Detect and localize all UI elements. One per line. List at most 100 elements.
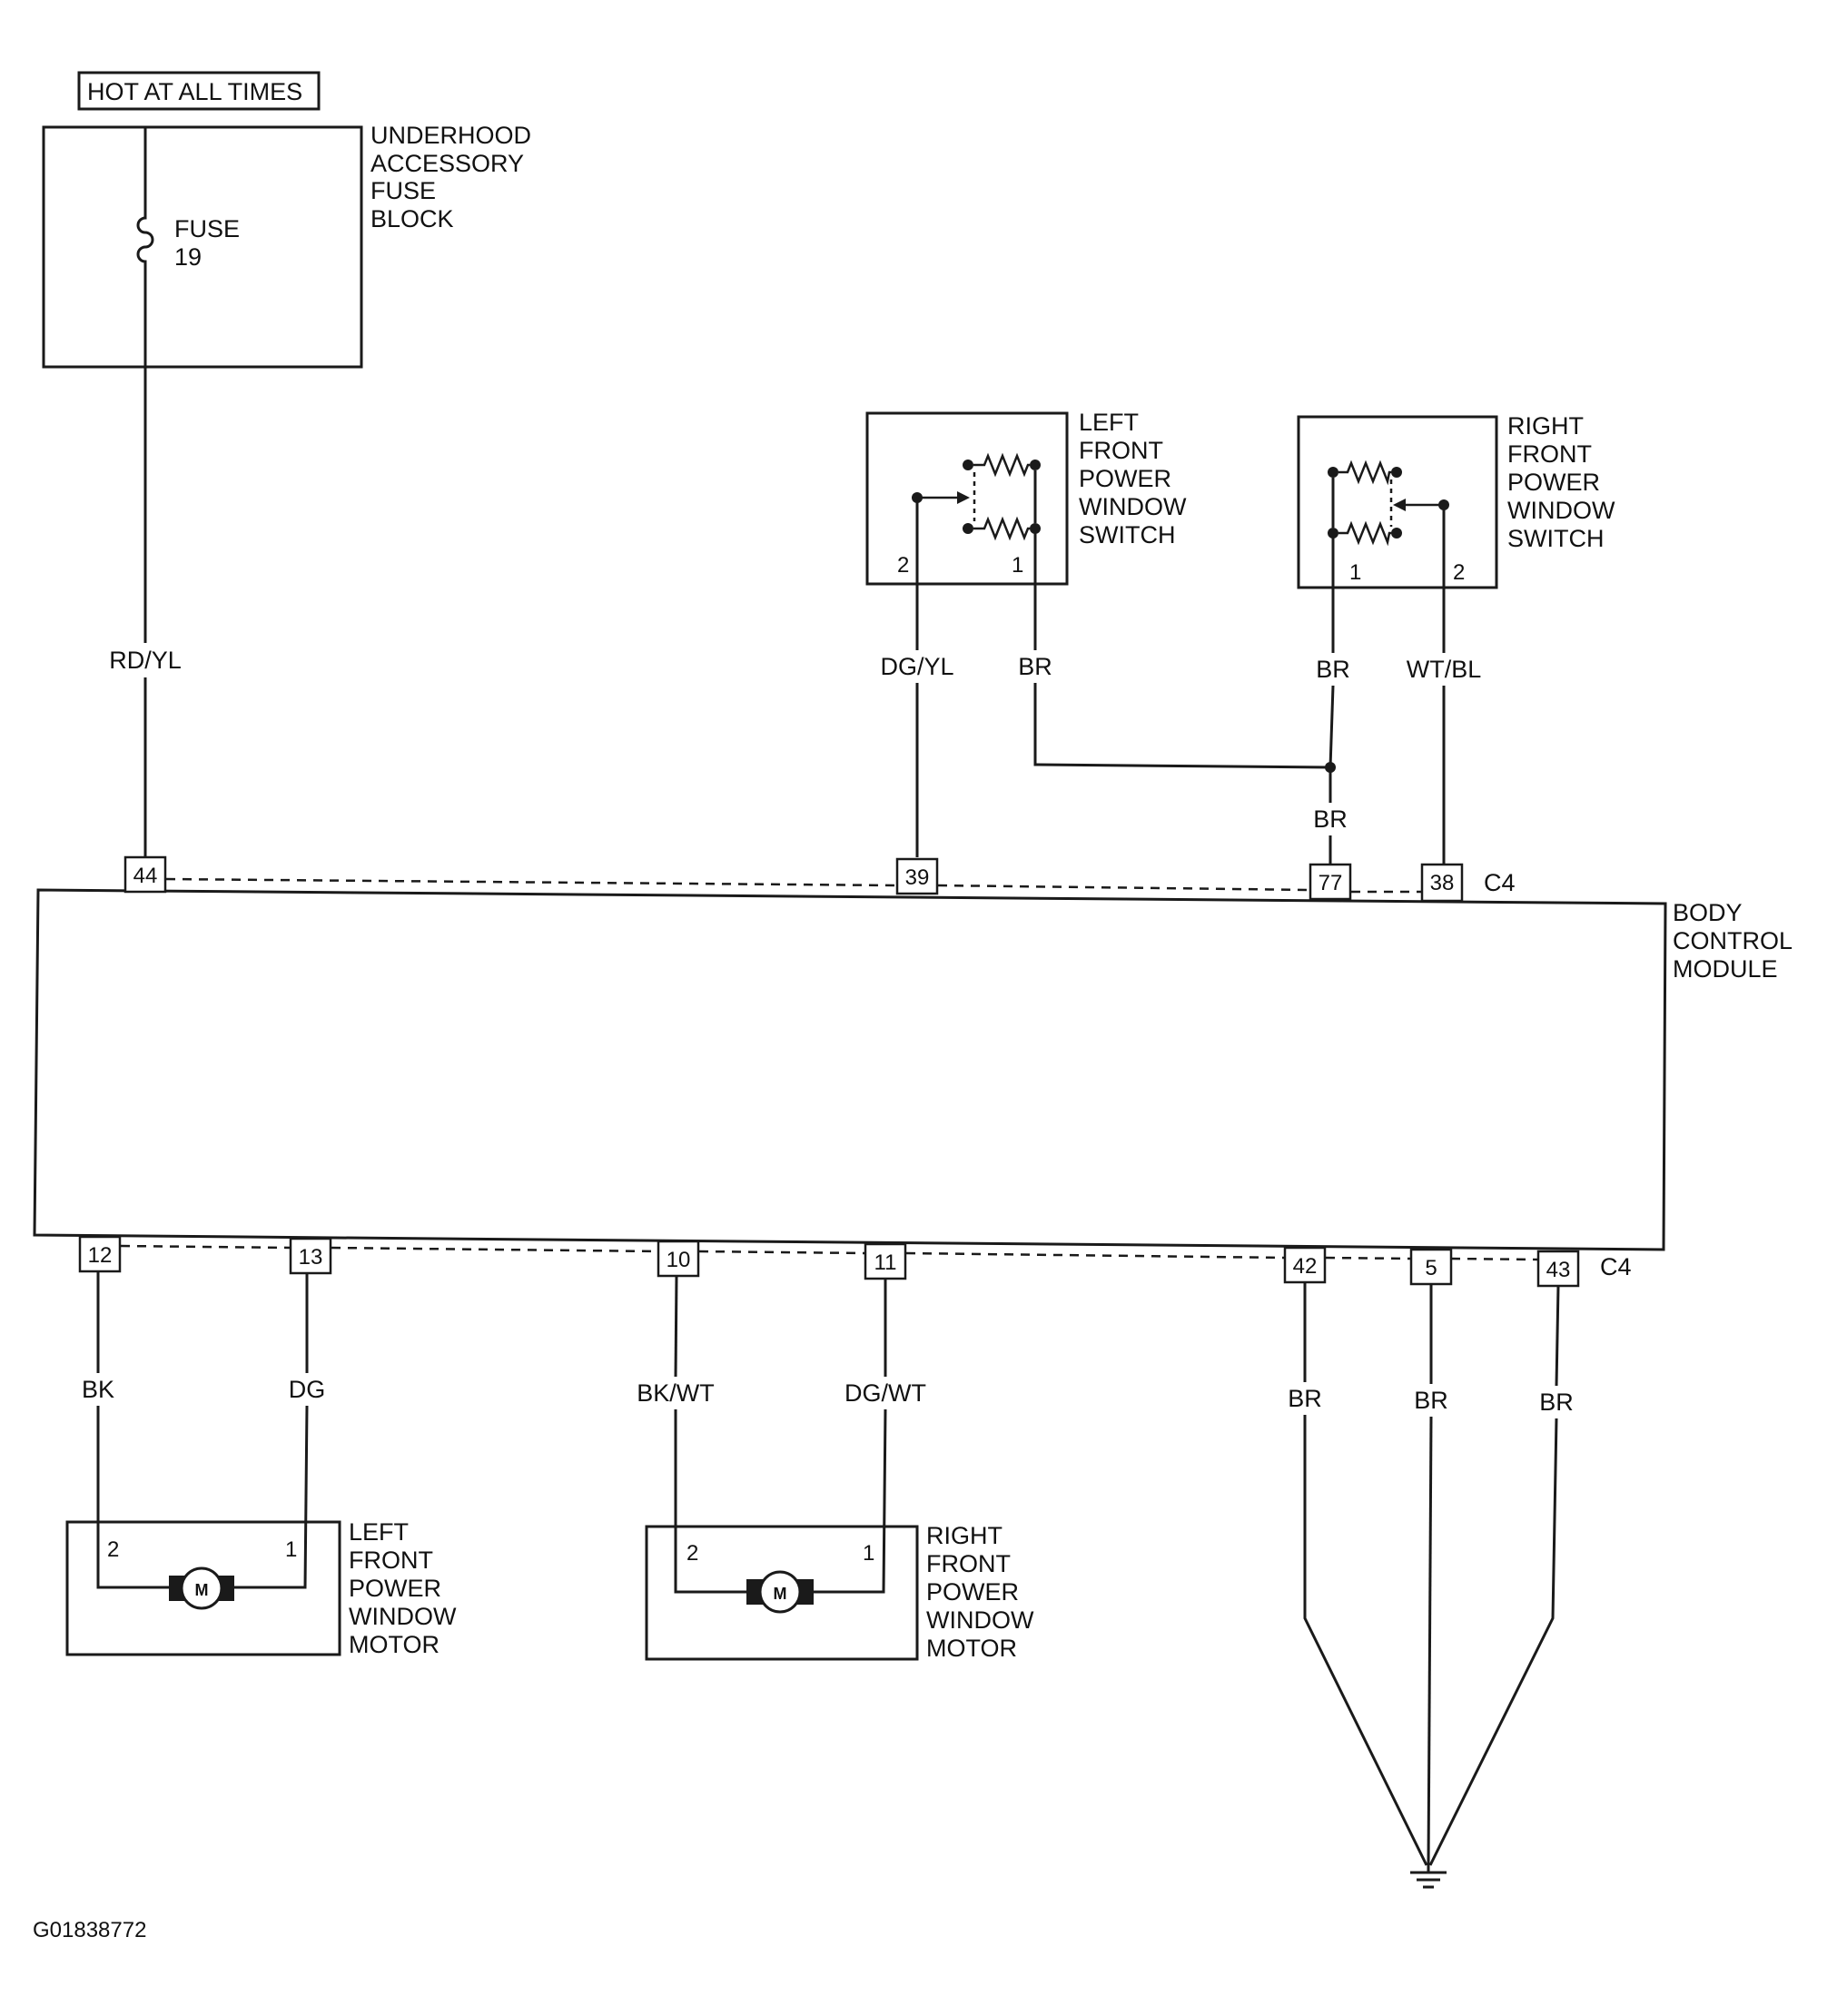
fuse-block-name-line: BLOCK (370, 205, 454, 232)
connector-c4-bottom-dash (1450, 1257, 1539, 1261)
right-switch-name-line: FRONT (1507, 440, 1592, 468)
switch-contact (1391, 528, 1402, 539)
wire-label-dg: DG (289, 1376, 326, 1403)
switch-contact (963, 523, 973, 534)
right-switch-pin-1: 1 (1349, 560, 1361, 585)
motor-brush (797, 1579, 814, 1605)
right-switch-box (1297, 415, 1498, 589)
motor-symbol: M (774, 1585, 787, 1603)
left-motor-pin-1: 1 (285, 1537, 297, 1562)
bcm-name-line: MODULE (1673, 955, 1778, 983)
wire-segment (96, 1406, 169, 1589)
pin-number: 11 (874, 1250, 897, 1275)
wire-bk: BK (76, 1271, 169, 1589)
pin-box (864, 1242, 907, 1280)
left-switch-name-line: SWITCH (1079, 521, 1175, 548)
body-control-module: BODY CONTROL MODULE C4 C4 (33, 869, 1793, 1280)
wire-segment (674, 1275, 678, 1378)
left-switch-pin-2: 2 (897, 553, 909, 578)
fuse-block: FUSE 19 UNDERHOOD ACCESSORY FUSE BLOCK (42, 122, 531, 369)
wire-rd-yl: RD/YL (102, 367, 189, 863)
left-motor-name-line: POWER (349, 1575, 441, 1602)
fuse-block-name-line: UNDERHOOD (370, 122, 531, 149)
connector-c4-bottom-dash (905, 1251, 1286, 1260)
connector-c4-top-label: C4 (1484, 869, 1516, 896)
bcm-pin-13: 13 (289, 1237, 332, 1275)
switch-contact (1030, 460, 1041, 470)
right-motor-name-line: WINDOW (926, 1606, 1034, 1634)
left-motor-name-line: LEFT (349, 1518, 409, 1546)
right-switch-name-line: WINDOW (1507, 497, 1615, 524)
arrow-right-icon (957, 491, 970, 504)
wire-wt-bl: WT/BL (1402, 505, 1486, 865)
wire-label-br: BR (1539, 1388, 1574, 1416)
bcm-name-line: CONTROL (1673, 927, 1793, 954)
wire-label-bk: BK (82, 1376, 114, 1403)
right-switch-name-line: POWER (1507, 469, 1600, 496)
motor-brush (746, 1579, 763, 1605)
pin-number: 39 (905, 865, 930, 890)
motor-brush (218, 1576, 234, 1601)
wire-label-br: BR (1313, 805, 1348, 833)
right-front-power-window-motor: 2 1 M RIGHT FRONT POWER WINDOW MOTOR (645, 1522, 1034, 1662)
switch-contact (963, 460, 973, 470)
right-switch-name-line: SWITCH (1507, 525, 1604, 552)
pin-box (289, 1237, 332, 1275)
pin-box (123, 855, 167, 894)
left-front-power-window-switch: 2 1 LEFT FRONT POWER WINDOW SWITCH (865, 409, 1187, 586)
wire-dg-wt: DG/WT (814, 1279, 931, 1594)
arrow-left-icon (1393, 499, 1406, 511)
right-motor-pin-1: 1 (863, 1541, 874, 1566)
left-motor-box (65, 1520, 341, 1656)
wire-br-43: BR (1428, 1285, 1582, 1866)
pin-number: 5 (1425, 1256, 1437, 1280)
wire-label-bg (840, 1377, 931, 1406)
bcm-pin-43: 43 (1536, 1250, 1580, 1288)
left-motor-pin-2: 2 (107, 1537, 119, 1562)
wire-br-42: BR (1279, 1282, 1428, 1866)
right-switch-pin-2: 2 (1453, 560, 1465, 585)
wire-label-rd-yl: RD/YL (109, 647, 182, 674)
bcm-pin-12: 12 (78, 1235, 122, 1273)
wire-label-bg (1010, 650, 1061, 679)
bcm-pin-44: 44 (123, 855, 167, 894)
wire-label-bg (1279, 1382, 1330, 1411)
ground-icon (1410, 1865, 1447, 1889)
motor-brush (169, 1576, 185, 1601)
wire-label-br: BR (1414, 1387, 1448, 1414)
pin-box (1420, 863, 1464, 903)
connector-c4-bottom-dash (698, 1250, 866, 1255)
right-motor-box (645, 1525, 919, 1661)
pin-number: 44 (133, 864, 158, 888)
connector-c4-bottom-dash (120, 1244, 291, 1250)
fuse-block-name-line: FUSE (370, 177, 436, 204)
wire-label-br: BR (1288, 1385, 1322, 1412)
left-switch-name-line: FRONT (1079, 437, 1163, 464)
wire-label-bg (102, 643, 189, 672)
pin-number: 42 (1293, 1254, 1318, 1279)
pin-number: 43 (1546, 1258, 1571, 1282)
bcm-pin-10: 10 (657, 1240, 700, 1278)
left-switch-pin-1: 1 (1012, 553, 1023, 578)
wire-label-dg-yl: DG/YL (880, 653, 953, 680)
bcm-pin-42: 42 (1283, 1246, 1327, 1284)
fuse-label: FUSE (174, 215, 240, 242)
switch-contact (1391, 467, 1402, 478)
switch-contact (1328, 467, 1338, 478)
right-motor-name-line: MOTOR (926, 1635, 1017, 1662)
fuse-19-symbol (136, 127, 154, 367)
right-motor-name-line: POWER (926, 1578, 1019, 1606)
right-motor-pin-2: 2 (686, 1541, 698, 1566)
left-motor-name-line: FRONT (349, 1547, 433, 1574)
wire-label-dg-wt: DG/WT (844, 1379, 926, 1407)
pin-box (1409, 1248, 1453, 1286)
wire-br-left-switch: BR (1010, 529, 1331, 769)
motor-icon (758, 1570, 802, 1614)
right-motor-name-line: RIGHT (926, 1522, 1003, 1549)
wire-label-bg (632, 1377, 721, 1406)
pin-number: 13 (299, 1245, 323, 1270)
resistor-icon (1338, 460, 1391, 486)
power-source-label-box (77, 71, 321, 111)
wire-br-splice-to-77: BR (1305, 767, 1356, 865)
